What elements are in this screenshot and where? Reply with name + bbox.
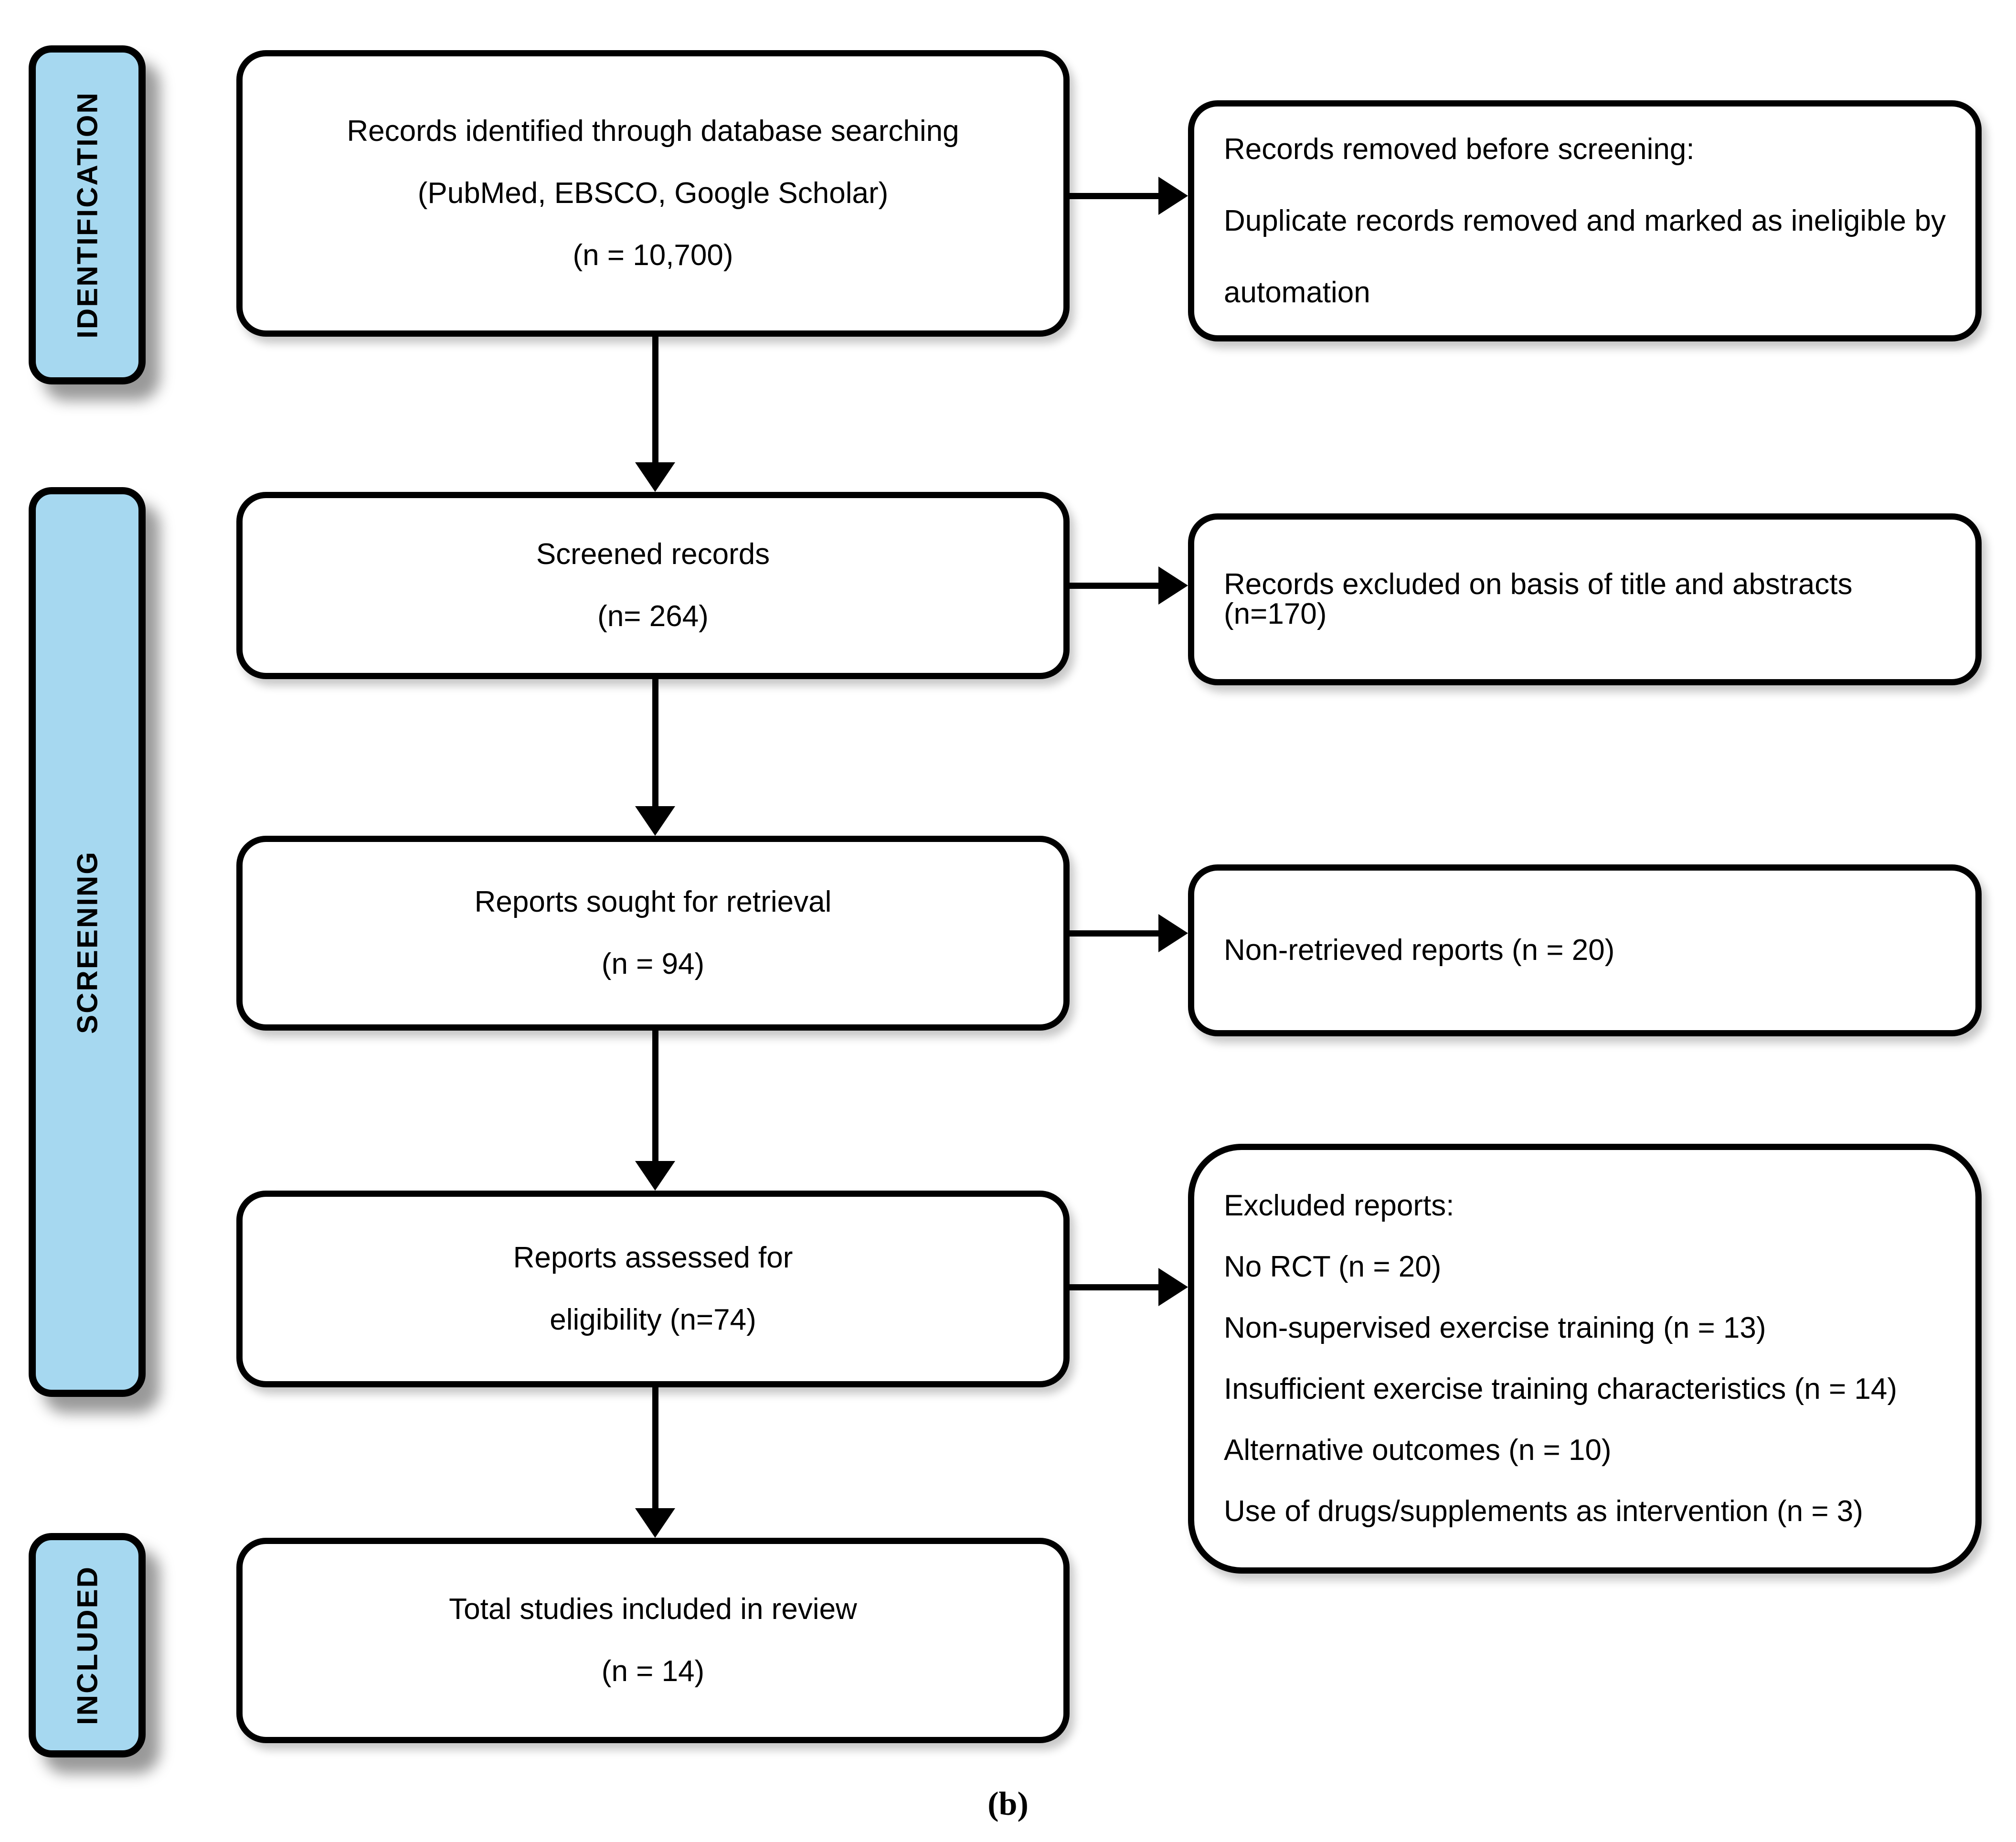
arrow-screened-to-excluded-head-icon bbox=[1158, 566, 1188, 605]
box-non-retrieved-line1: Non-retrieved reports (n = 20) bbox=[1224, 934, 1615, 967]
box-records-identified-line2: (PubMed, EBSCO, Google Scholar) bbox=[417, 177, 889, 210]
box-total-included: Total studies included in review (n = 14… bbox=[236, 1538, 1070, 1743]
box-screened-records: Screened records (n= 264) bbox=[236, 492, 1070, 679]
arrow-identified-to-screened-line bbox=[652, 337, 658, 462]
box-excluded-reports-line1: Excluded reports: bbox=[1224, 1189, 1454, 1222]
stage-identification-label: IDENTIFICATION bbox=[71, 91, 103, 339]
stage-included: INCLUDED bbox=[29, 1533, 146, 1757]
box-reports-assessed-line2: eligibility (n=74) bbox=[550, 1303, 756, 1336]
box-records-identified: Records identified through database sear… bbox=[236, 50, 1070, 337]
box-excluded-reports: Excluded reports: No RCT (n = 20) Non-su… bbox=[1188, 1144, 1982, 1574]
box-non-retrieved: Non-retrieved reports (n = 20) bbox=[1188, 864, 1982, 1036]
box-records-identified-line1: Records identified through database sear… bbox=[347, 115, 959, 148]
arrow-sought-to-nonretrieved-line bbox=[1070, 930, 1158, 937]
stage-screening-label: SCREENING bbox=[71, 850, 103, 1034]
box-records-excluded: Records excluded on basis of title and a… bbox=[1188, 513, 1982, 685]
box-excluded-reports-line3: Non-supervised exercise training (n = 13… bbox=[1224, 1311, 1766, 1344]
arrow-assessed-to-included-head-icon bbox=[635, 1508, 675, 1538]
arrow-sought-to-nonretrieved-head-icon bbox=[1158, 914, 1188, 952]
box-excluded-reports-line5: Alternative outcomes (n = 10) bbox=[1224, 1434, 1612, 1467]
arrow-assessed-to-excludedreports-line bbox=[1070, 1284, 1158, 1290]
figure-caption: (b) bbox=[987, 1786, 1029, 1822]
stage-included-label: INCLUDED bbox=[71, 1565, 103, 1725]
arrow-sought-to-assessed-head-icon bbox=[635, 1161, 675, 1191]
box-reports-sought-line1: Reports sought for retrieval bbox=[474, 885, 832, 918]
box-reports-assessed: Reports assessed for eligibility (n=74) bbox=[236, 1191, 1070, 1387]
box-reports-sought-line2: (n = 94) bbox=[601, 948, 705, 980]
box-records-removed: Records removed before screening: Duplic… bbox=[1188, 100, 1982, 341]
box-total-included-line1: Total studies included in review bbox=[449, 1593, 857, 1626]
stage-identification: IDENTIFICATION bbox=[29, 45, 146, 384]
box-total-included-line2: (n = 14) bbox=[601, 1655, 705, 1688]
box-excluded-reports-line6: Use of drugs/supplements as intervention… bbox=[1224, 1495, 1863, 1528]
arrow-sought-to-assessed-line bbox=[652, 1031, 658, 1161]
box-records-identified-line3: (n = 10,700) bbox=[573, 239, 733, 272]
stage-screening: SCREENING bbox=[29, 487, 146, 1397]
box-excluded-reports-line4: Insufficient exercise training character… bbox=[1224, 1373, 1897, 1405]
arrow-identified-to-screened-head-icon bbox=[635, 462, 675, 492]
box-records-removed-line1: Records removed before screening: bbox=[1224, 132, 1695, 166]
arrow-assessed-to-excludedreports-head-icon bbox=[1158, 1268, 1188, 1306]
box-reports-sought: Reports sought for retrieval (n = 94) bbox=[236, 836, 1070, 1031]
arrow-screened-to-excluded-line bbox=[1070, 583, 1158, 589]
box-screened-records-line2: (n= 264) bbox=[597, 600, 709, 633]
box-excluded-reports-line2: No RCT (n = 20) bbox=[1224, 1250, 1442, 1283]
arrow-screened-to-sought-line bbox=[652, 679, 658, 806]
arrow-screened-to-sought-head-icon bbox=[635, 806, 675, 836]
arrow-identified-to-removed-head-icon bbox=[1158, 177, 1188, 215]
box-screened-records-line1: Screened records bbox=[536, 538, 770, 571]
arrow-identified-to-removed-line bbox=[1070, 193, 1158, 199]
box-reports-assessed-line1: Reports assessed for bbox=[513, 1241, 793, 1274]
box-records-removed-line3: automation bbox=[1224, 276, 1370, 309]
box-records-excluded-line1: Records excluded on basis of title and a… bbox=[1224, 568, 1853, 630]
box-records-removed-line2: Duplicate records removed and marked as … bbox=[1224, 204, 1946, 237]
arrow-assessed-to-included-line bbox=[652, 1387, 658, 1508]
